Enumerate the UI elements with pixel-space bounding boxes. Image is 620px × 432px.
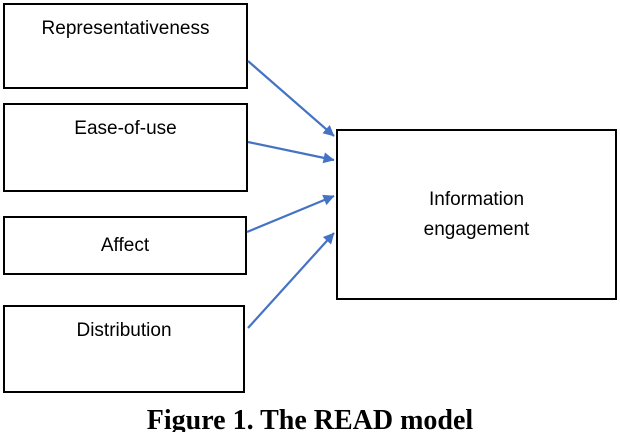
node-ease-of-use-label: Ease-of-use	[74, 118, 177, 139]
arrow-representativeness-to-engagement	[247, 60, 335, 137]
node-representativeness-label: Representativeness	[41, 18, 210, 39]
node-representativeness: Representativeness	[3, 3, 248, 89]
node-affect: Affect	[3, 216, 247, 275]
arrow-ease-of-use-to-engagement	[247, 140, 335, 164]
node-distribution: Distribution	[3, 305, 245, 393]
node-affect-label: Affect	[100, 234, 150, 256]
figure-caption: Figure 1. The READ model	[146, 405, 474, 432]
node-ease-of-use: Ease-of-use	[3, 103, 248, 192]
node-distribution-label: Distribution	[76, 320, 172, 341]
node-information-engagement-label: Information engagement	[423, 189, 530, 240]
node-information-engagement: Information engagement	[336, 129, 617, 300]
arrow-affect-to-engagement	[246, 194, 335, 234]
arrow-distribution-to-engagement	[247, 232, 335, 329]
